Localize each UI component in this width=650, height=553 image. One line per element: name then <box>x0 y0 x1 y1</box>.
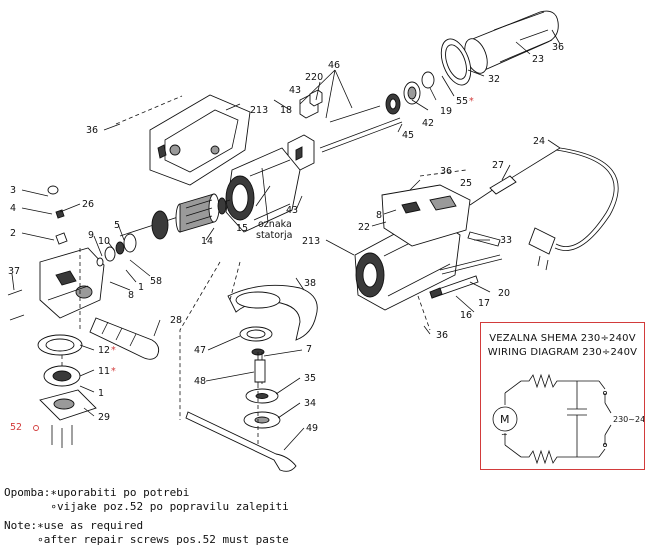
armature-14 <box>119 193 231 240</box>
carbon-brushes-45 <box>319 105 403 153</box>
label-p12: 12 <box>98 345 110 356</box>
label-p43a: 43 <box>289 85 301 96</box>
gear-head-housing <box>39 247 105 319</box>
label-p213a: 213 <box>250 105 268 116</box>
label-p29: 29 <box>98 412 110 423</box>
note-english-1: Note:∗use as required <box>4 519 144 532</box>
label-p24: 24 <box>533 136 545 147</box>
wrench-49 <box>185 411 297 472</box>
label-stator-mark-2: statorja <box>256 230 292 241</box>
label-p16: 16 <box>460 310 472 321</box>
label-p27: 27 <box>492 160 504 171</box>
label-p3: 3 <box>10 185 16 196</box>
label-p8a: 8 <box>128 290 134 301</box>
label-p42: 42 <box>422 118 434 129</box>
screws-52 <box>33 425 73 448</box>
screws-36-37 <box>7 123 121 321</box>
label-p48: 48 <box>194 376 206 387</box>
label-p43b: 43 <box>286 205 298 216</box>
label-p55: 55 <box>456 96 468 107</box>
label-p45: 45 <box>402 130 414 141</box>
label-p220: 220 <box>305 72 323 83</box>
label-p52: 52 <box>10 422 22 433</box>
washers-stack <box>96 233 137 267</box>
label-p15: 15 <box>236 223 248 234</box>
label-stator-mark-1: oznaka <box>258 219 292 230</box>
side-handle-28 <box>89 317 160 360</box>
label-p19: 19 <box>440 106 452 117</box>
note-slovene-2: ∘vijake poz.52 po popravilu zalepiti <box>4 499 289 513</box>
wiring-diagram-panel: VEZALNA SHEMA 230÷240V WIRING DIAGRAM 23… <box>480 322 645 470</box>
wiring-title-english: WIRING DIAGRAM 230÷240V <box>487 347 638 358</box>
label-p55-asterisk: * <box>469 96 474 107</box>
label-p18: 18 <box>280 105 292 116</box>
bearing-group <box>385 71 435 115</box>
stator-15 <box>225 147 301 233</box>
label-p25: 25 <box>460 178 472 189</box>
label-p32: 32 <box>488 74 500 85</box>
label-p49: 49 <box>306 423 318 434</box>
label-p47: 47 <box>194 345 206 356</box>
bracket-33 <box>467 231 501 247</box>
label-p36d: 36 <box>436 330 448 341</box>
label-p9: 9 <box>88 230 94 241</box>
label-p2: 2 <box>10 228 16 239</box>
notes-block: Opomba:∗uporabiti po potrebi ∘vijake poz… <box>4 486 404 546</box>
wiring-voltage-label: 230~240V <box>613 415 644 424</box>
label-p4: 4 <box>10 203 16 214</box>
note-slovene-1: Opomba:∗uporabiti po potrebi <box>4 486 190 499</box>
label-p33: 33 <box>500 235 512 246</box>
switch-housing-22 <box>381 184 471 247</box>
flange-35-nut-34 <box>243 388 281 429</box>
label-p11-asterisk: * <box>111 366 116 377</box>
small-parts-3-4-2 <box>47 185 68 245</box>
label-p23: 23 <box>532 54 544 65</box>
ring-32 <box>440 38 472 86</box>
part-number-labels: 36 23 32 46 220 43 213 18 42 19 55 * 45 … <box>8 42 564 434</box>
wiring-schematic: M ∼ 230~240V <box>492 373 644 465</box>
label-p58: 58 <box>150 276 162 287</box>
wiring-title-slovene: VEZALNA SHEMA 230÷240V <box>489 333 636 344</box>
label-p7: 7 <box>306 344 312 355</box>
label-p34: 34 <box>304 398 316 409</box>
motor-ac-symbol: ∼ <box>501 430 508 439</box>
label-p28: 28 <box>170 315 182 326</box>
label-p11: 11 <box>98 366 110 377</box>
label-p213b: 213 <box>302 236 320 247</box>
leader-lines <box>11 29 561 451</box>
label-p1b: 1 <box>98 388 104 399</box>
label-p20: 20 <box>498 288 510 299</box>
label-p46: 46 <box>328 60 340 71</box>
assembly-dashed-lines <box>61 95 467 444</box>
clamp-47 <box>239 326 273 342</box>
label-p35: 35 <box>304 373 316 384</box>
label-p14: 14 <box>201 236 213 247</box>
label-p26: 26 <box>82 199 94 210</box>
label-p37: 37 <box>8 266 20 277</box>
label-p1a: 1 <box>138 282 144 293</box>
spindle-48 <box>251 348 266 384</box>
note-english-2: ∘after repair screws pos.52 must paste <box>4 532 289 546</box>
label-p36b: 36 <box>86 125 98 136</box>
wheel-guard-38 <box>227 284 318 341</box>
motor-housing-213-top <box>149 94 251 186</box>
label-p8b: 8 <box>376 210 382 221</box>
label-p38: 38 <box>304 278 316 289</box>
label-p36a: 36 <box>552 42 564 53</box>
label-p12-asterisk: * <box>111 345 116 356</box>
label-p5: 5 <box>114 220 120 231</box>
flange-12-11-1-29 <box>37 334 97 421</box>
switch-rod-20-17 <box>429 254 503 299</box>
motor-symbol <box>492 406 518 432</box>
motor-label: M <box>500 413 510 426</box>
label-p36c: 36 <box>440 166 452 177</box>
label-p22: 22 <box>358 222 370 233</box>
end-cap-23 <box>464 10 559 74</box>
cable-sleeve-27 <box>489 175 517 195</box>
label-p17: 17 <box>478 298 490 309</box>
label-p10: 10 <box>98 236 110 247</box>
brush-holders <box>287 89 323 172</box>
